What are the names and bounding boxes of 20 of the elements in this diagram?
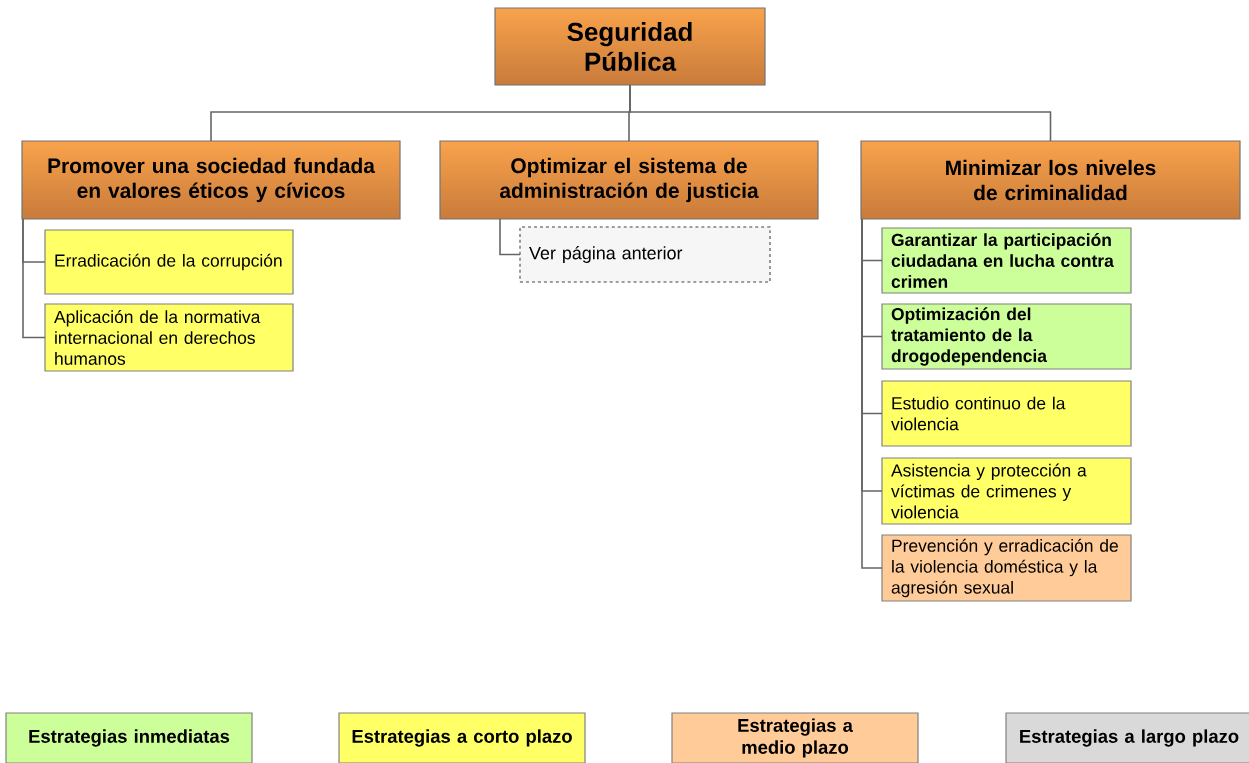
- legend-box: Estrategias a medio plazo: [671, 712, 919, 763]
- strategy-box: Aplicación de la normativa internacional en derechos humanos: [44, 303, 294, 372]
- connector-line: [22, 218, 46, 339]
- strategy-box: Erradicación de la corrupción: [44, 229, 294, 295]
- strategy-box: Garantizar la participación ciudadana en lucha contra crimen: [881, 227, 1132, 294]
- goal-box: Optimizar el sistema de administración de justicia: [439, 140, 819, 220]
- reference-box: Ver página anterior: [519, 226, 771, 283]
- strategy-box: Prevención y erradicación de la violencia doméstica y la agresión sexual: [881, 534, 1132, 602]
- legend-box: Estrategias a largo plazo: [1005, 712, 1249, 763]
- strategy-box: Estudio continuo de la violencia: [881, 380, 1132, 447]
- title-box: Seguridad Pública: [494, 7, 766, 86]
- legend-box: Estrategias a corto plazo: [338, 712, 586, 763]
- connector-line: [499, 218, 521, 256]
- strategy-box: Asistencia y protección a víctimas de crimenes y violencia: [881, 457, 1132, 525]
- legend-box: Estrategias inmediatas: [5, 712, 253, 763]
- goal-box: Promover una sociedad fundada en valores éticos y cívicos: [21, 140, 401, 220]
- strategy-box: Optimización del tratamiento de la drogodependencia: [881, 303, 1132, 370]
- goal-box: Minimizar los niveles de criminalidad: [860, 140, 1241, 220]
- connector-line: [629, 84, 1052, 142]
- connector-line: [861, 218, 883, 569]
